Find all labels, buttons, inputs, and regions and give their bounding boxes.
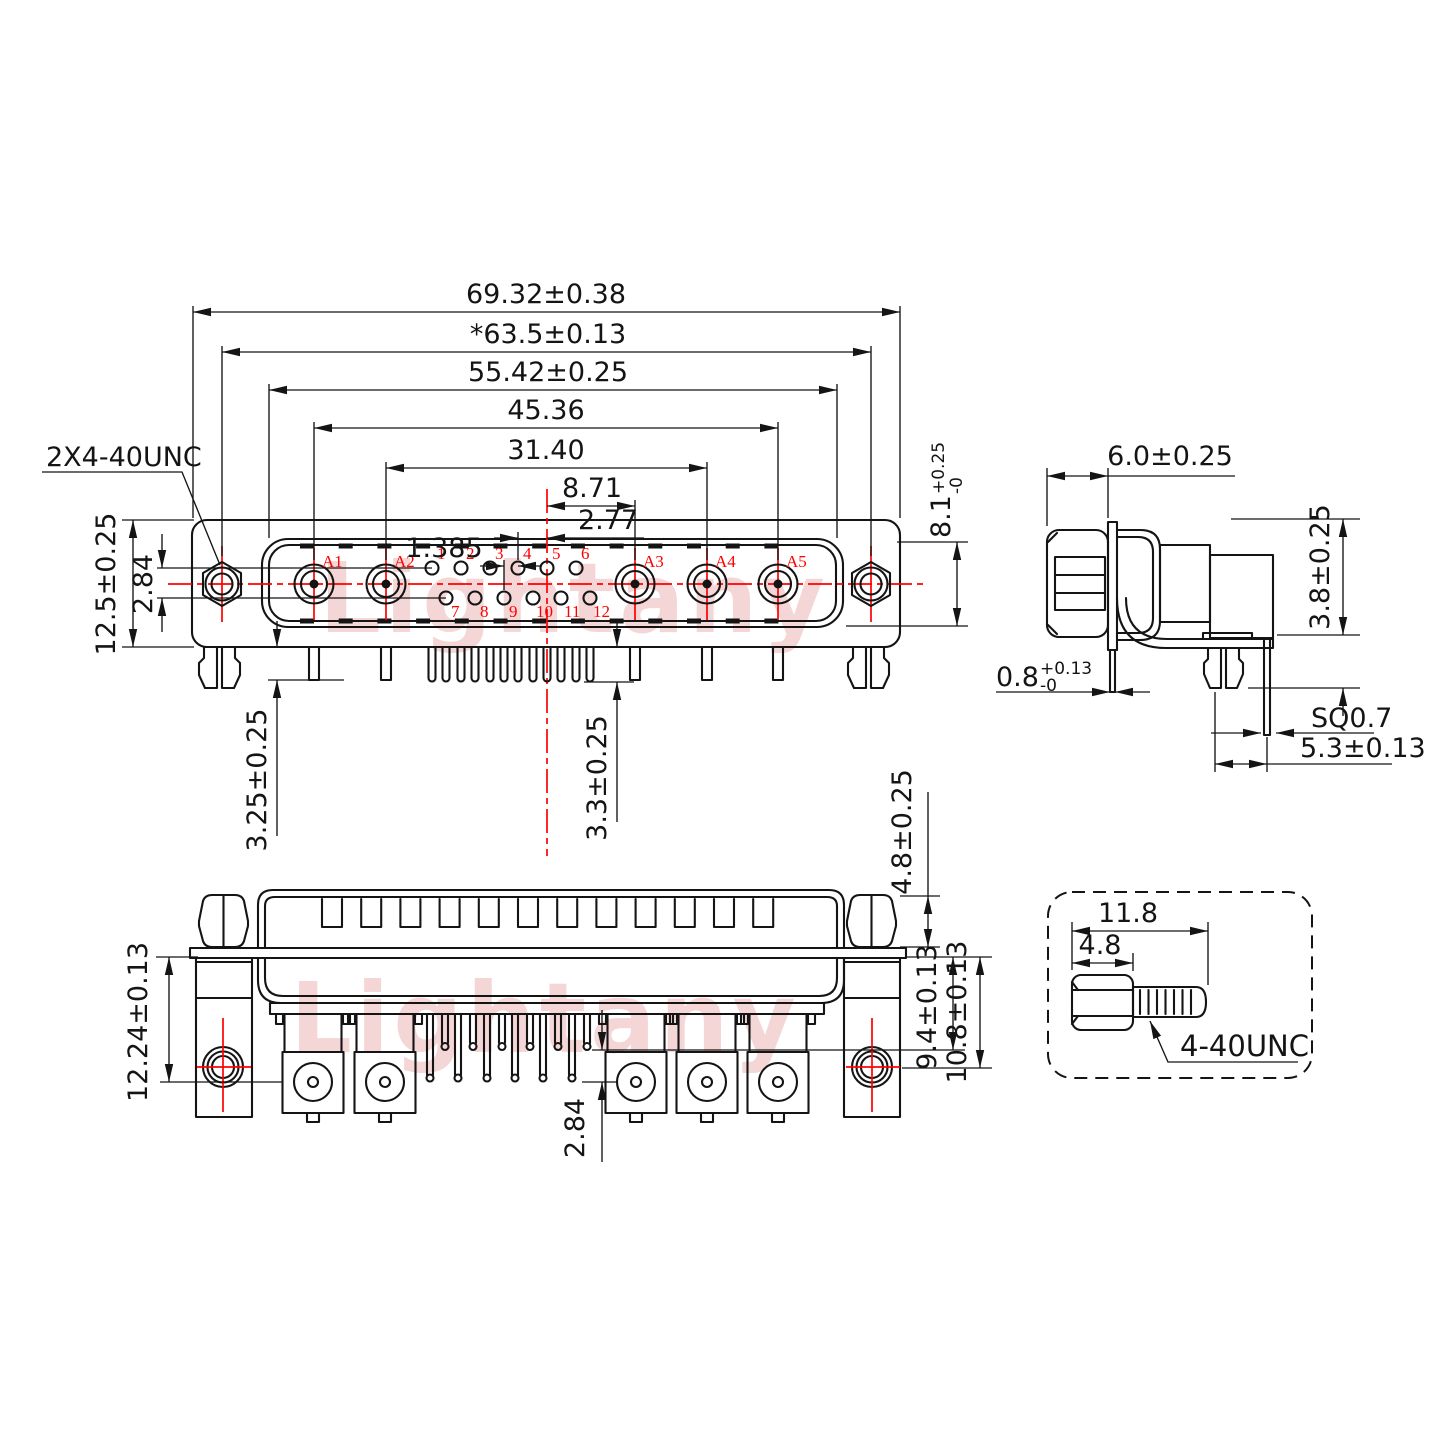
side-hex-nut <box>1053 555 1107 612</box>
side-bracket <box>1115 596 1275 650</box>
rear-hex-nut-left <box>197 893 250 949</box>
pin-label-8: 8 <box>480 602 489 621</box>
rear-jackscrew-left <box>195 1016 253 1114</box>
rear-bracket-left <box>194 956 254 1119</box>
bottom-view: 12.24±0.13 9.4±0.13 10.8±0.13 2.84 4.8±0… <box>123 769 992 1162</box>
rear-signal-pins <box>425 1012 592 1083</box>
svg-text:-0: -0 <box>947 477 967 494</box>
detail-box <box>1047 891 1313 1079</box>
rear-flange <box>188 946 908 960</box>
pin-label-12: 12 <box>593 602 610 621</box>
watermarks: Lightany Lightany <box>290 542 825 1075</box>
rear-shell-slots <box>320 897 775 929</box>
svg-text:-0: -0 <box>1040 676 1057 696</box>
pin-label-7: 7 <box>451 602 460 621</box>
rear-jackscrew-right <box>844 1016 902 1114</box>
svg-text:+0.13: +0.13 <box>1040 659 1092 679</box>
dim-coax-inner-span: 31.40 <box>507 435 584 466</box>
dim-bracket-height: 12.24±0.13 <box>123 942 154 1102</box>
coax-tail-tabs <box>307 645 785 682</box>
svg-text:0.8: 0.8 <box>996 662 1039 693</box>
side-insulator <box>1158 543 1212 624</box>
dim-mount-span: *63.5±0.13 <box>470 319 626 350</box>
dim-row-offset: 2.84 <box>128 554 159 614</box>
thread-callout: 2X4-40UNC <box>46 442 202 473</box>
front-dimensions: 69.32±0.38 *63.5±0.13 55.42±0.25 45.36 3… <box>42 279 968 851</box>
rear-shell-outer <box>256 888 846 950</box>
pin-label-10: 10 <box>536 602 553 621</box>
screw-thread-stud <box>1131 985 1208 1019</box>
dim-pin-pitch: 2.77 <box>578 505 638 536</box>
svg-text:+0.25: +0.25 <box>929 442 949 494</box>
pin-label-2: 2 <box>466 544 475 563</box>
pin-label-11: 11 <box>564 602 580 621</box>
side-flange <box>1106 520 1119 652</box>
dim-leg-right: 3.3±0.25 <box>582 715 613 841</box>
dim-pin-long: 10.8±0.13 <box>942 941 973 1084</box>
pin-label-3: 3 <box>495 544 504 563</box>
dim-coax-span: 45.36 <box>507 395 584 426</box>
dim-shell-width: 55.42±0.25 <box>468 357 628 388</box>
dim-total-width: 69.32±0.38 <box>466 279 626 310</box>
front-shell-inner <box>267 543 838 623</box>
side-view: 6.0±0.25 0.8 +0.13 -0 3.8±0.25 SQ0.7 5.3… <box>996 441 1426 772</box>
pin-label-4: 4 <box>523 544 532 563</box>
coax-label-a1: A1 <box>322 552 343 571</box>
bracket-foot-right <box>846 645 891 690</box>
dim-leg-left: 3.25±0.25 <box>242 709 273 852</box>
dim-half-pitch: 1.385 <box>405 533 482 564</box>
pin-label-5: 5 <box>552 544 561 563</box>
side-shroud-front <box>1045 528 1110 639</box>
pin-tails <box>427 645 595 683</box>
side-dimensions: 6.0±0.25 0.8 +0.13 -0 3.8±0.25 SQ0.7 5.3… <box>996 441 1426 772</box>
side-square-pin <box>1262 636 1272 737</box>
dim-pin-offset: 5.3±0.13 <box>1300 733 1426 764</box>
coax-label-a4: A4 <box>715 552 736 571</box>
watermark-bottom: Lightany <box>290 962 800 1075</box>
svg-text:8.1: 8.1 <box>926 495 957 538</box>
screw-thread-label: 4-40UNC <box>1180 1029 1309 1063</box>
dim-pin-short: 9.4±0.13 <box>912 944 943 1070</box>
coax-label-a5: A5 <box>786 552 807 571</box>
dim-body-height: 12.5±0.25 <box>91 513 122 656</box>
dim-nut-height: 4.8±0.25 <box>887 769 918 895</box>
pin-label-6: 6 <box>581 544 590 563</box>
dim-shell-height: 8.1 +0.25 -0 <box>926 442 967 538</box>
side-snap-legs <box>1202 646 1245 690</box>
screw-detail: 11.8 4.8 4-40UNC <box>1047 891 1313 1079</box>
dim-flange-thickness: 0.8 +0.13 -0 <box>996 659 1092 696</box>
dim-rear-row-offset: 2.84 <box>560 1098 591 1158</box>
front-view: A1 A2 A3 A4 A5 1 2 3 4 5 6 7 8 9 10 11 1… <box>42 279 968 856</box>
bracket-foot-left <box>197 645 242 690</box>
rear-hex-nut-right <box>845 893 898 949</box>
bottom-dimensions: 12.24±0.13 9.4±0.13 10.8±0.13 2.84 4.8±0… <box>123 769 992 1162</box>
dim-center-to-a3: 8.71 <box>562 473 622 504</box>
coax-label-a3: A3 <box>643 552 664 571</box>
rear-bracket-right <box>842 956 902 1119</box>
side-body-block <box>1208 553 1275 640</box>
dim-screw-head: 4.8 <box>1079 930 1122 961</box>
dim-screw-total: 11.8 <box>1098 898 1158 929</box>
screw-head <box>1070 973 1135 1032</box>
dim-pin-square: SQ0.7 <box>1311 703 1392 734</box>
pin-label-9: 9 <box>509 602 518 621</box>
pin-label-1: 1 <box>437 544 446 563</box>
coax-label-a2: A2 <box>394 552 415 571</box>
dim-shroud-depth: 6.0±0.25 <box>1107 441 1233 472</box>
dim-standoff: 3.8±0.25 <box>1305 504 1336 630</box>
screw-dimensions: 11.8 4.8 4-40UNC <box>1071 898 1309 1063</box>
